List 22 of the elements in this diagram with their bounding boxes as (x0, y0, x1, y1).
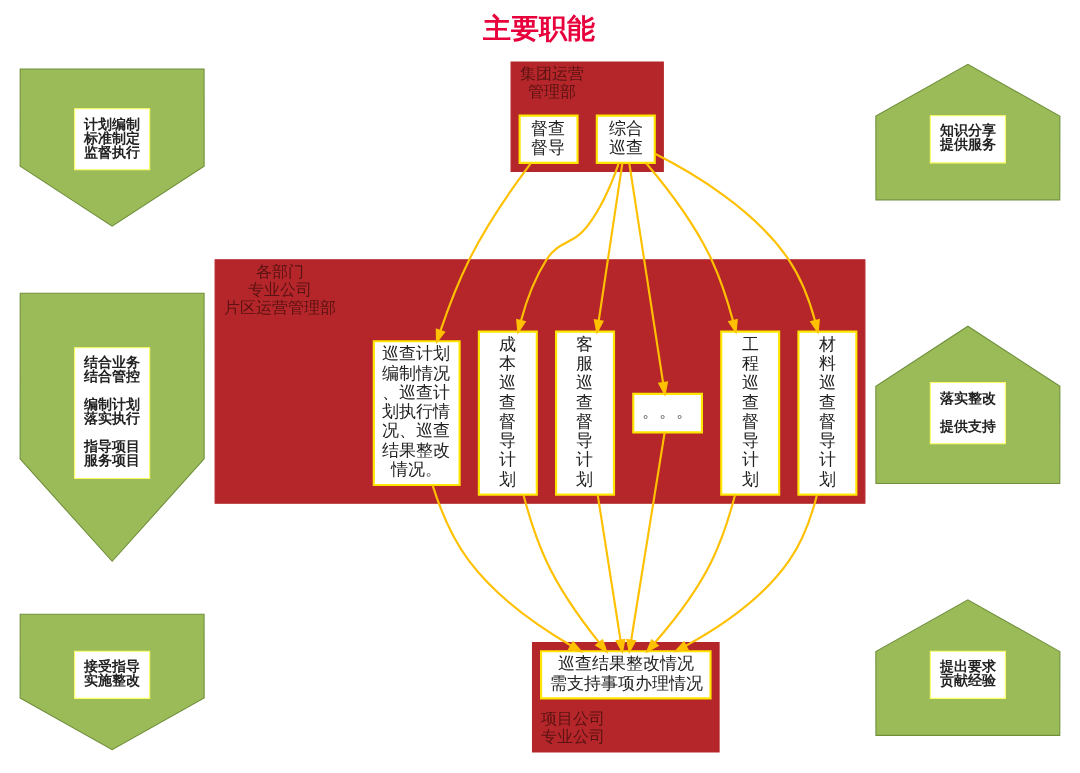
node-box: 客服巡查督导计划 (555, 330, 616, 496)
arrow (596, 494, 626, 655)
arrow (626, 432, 666, 655)
node-box: 综合巡查 (595, 114, 656, 164)
node-box: 巡查计划编制情况、巡查计划执行情况、巡查结果整改情况。 (372, 340, 461, 487)
arrow (628, 162, 669, 397)
arrow (431, 484, 584, 653)
arrow (645, 494, 737, 654)
arrow (516, 162, 620, 335)
node-box: 督查督导 (518, 114, 579, 164)
node-box: 材料巡查督导计划 (797, 330, 858, 496)
arrow (645, 162, 738, 335)
node-box: 成本巡查督导计划 (477, 330, 538, 496)
node-box: 巡查结果整改情况需支持事项办理情况 (540, 650, 712, 700)
arrow (654, 152, 820, 335)
node-box: 。。。 (632, 392, 703, 434)
arrow (522, 494, 609, 654)
arrow (593, 162, 624, 335)
arrow (673, 494, 818, 653)
arrow (435, 162, 532, 345)
node-box: 工程巡查督导计划 (720, 330, 781, 496)
diagram-title: 主要职能 (483, 11, 596, 45)
